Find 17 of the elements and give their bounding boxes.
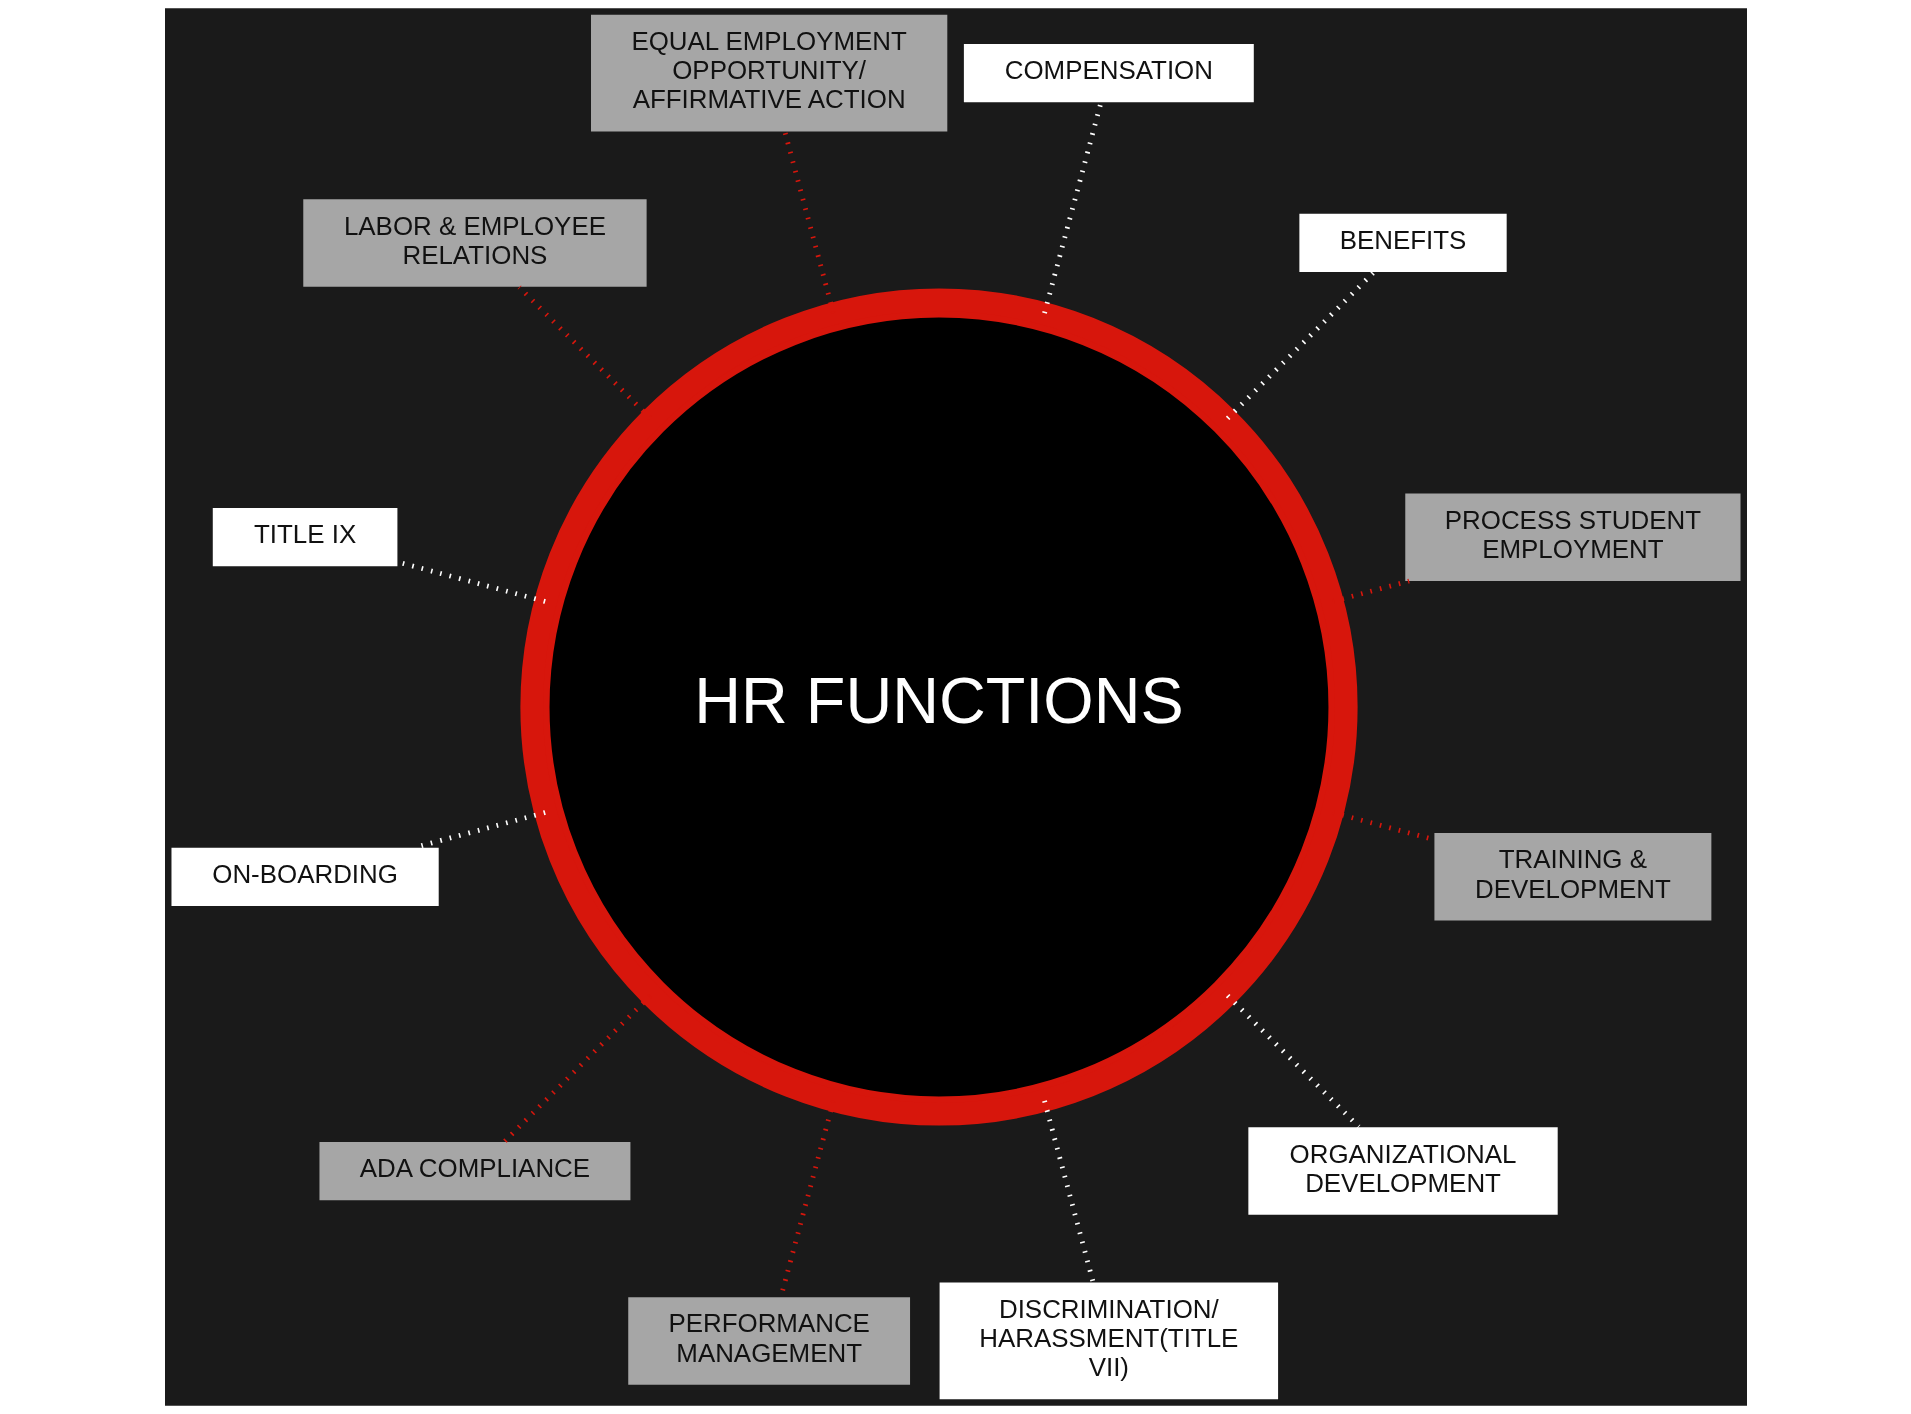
connector xyxy=(1225,270,1375,421)
node-box: TITLE IX xyxy=(212,508,397,567)
node-box: EQUAL EMPLOYMENT OPPORTUNITY/ AFFIRMATIVE ACTION xyxy=(590,14,947,132)
node-box: LABOR & EMPLOYEE RELATIONS xyxy=(302,199,647,287)
node-box: PROCESS STUDENT EMPLOYMENT xyxy=(1404,493,1740,581)
connector xyxy=(1041,102,1103,314)
node-box: ADA COMPLIANCE xyxy=(318,1141,630,1201)
node-box: DISCRIMINATION/ HARASSMENT(TITLE VII) xyxy=(939,1282,1278,1400)
node-box: TRAINING & DEVELOPMENT xyxy=(1433,833,1711,921)
connector xyxy=(1041,1100,1095,1283)
node-box: COMPENSATION xyxy=(963,43,1254,103)
node-box: ORGANIZATIONAL DEVELOPMENT xyxy=(1247,1127,1558,1215)
connector xyxy=(1225,993,1360,1129)
node-box: ON-BOARDING xyxy=(171,847,439,906)
node-box: BENEFITS xyxy=(1298,213,1507,273)
node-box: PERFORMANCE MANAGEMENT xyxy=(627,1297,910,1385)
node-circle: HR FUNCTIONS xyxy=(519,288,1358,1126)
